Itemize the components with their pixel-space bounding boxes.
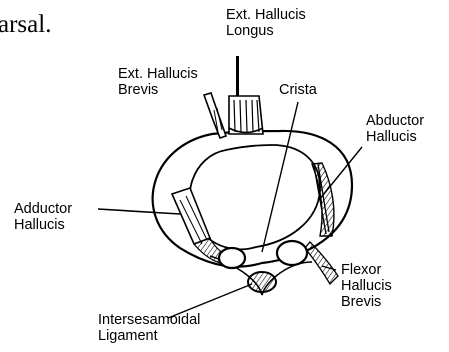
label-crista: Crista [279,82,317,98]
label-flexor-hallucis-brevis: Flexor Hallucis Brevis [341,262,392,311]
label-abductor-hallucis: Abductor Hallucis [366,113,424,145]
fibular-sesamoid [277,241,307,265]
label-ext-hallucis-brevis: Ext. Hallucis Brevis [118,66,198,98]
leader-crista [262,102,298,252]
intersesamoidal-ligament-shape [248,272,276,292]
abductor-hallucis-muscle [312,163,334,236]
tibial-sesamoid [219,248,245,268]
label-ext-hallucis-longus: Ext. Hallucis Longus [226,7,306,39]
ext-hallucis-brevis-tendon [204,93,226,138]
adductor-hallucis-muscle [172,188,228,264]
label-adductor-hallucis: Adductor Hallucis [14,201,72,233]
medullary-outline [190,145,320,249]
label-intersesamoidal-ligament: Intersesamoidal Ligament [98,312,200,344]
leader-adductor-hallucis [98,209,180,214]
flexor-hallucis-brevis-muscle [305,242,338,284]
ext-hallucis-longus-tendon [229,56,263,134]
